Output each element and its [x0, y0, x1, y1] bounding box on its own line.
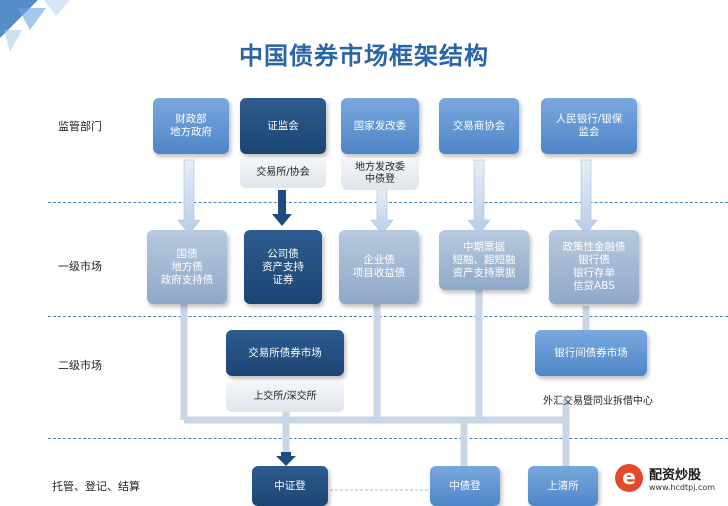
box-line: 中债登 — [449, 479, 481, 492]
box-line: 上交所/深交所 — [253, 391, 317, 402]
box-line: 企业债 — [363, 254, 395, 266]
box-line: 地方政府 — [170, 126, 212, 138]
box-line: 国家发改委 — [353, 119, 407, 132]
regulator-box: 国家发改委 — [341, 98, 419, 154]
box-line: 银行债 — [578, 254, 610, 266]
box-line: 地方发改委 — [355, 162, 405, 173]
box-line: 银行间债券市场 — [554, 346, 628, 359]
regulator-box: 人民银行/银保 监会 — [541, 98, 637, 154]
box-line: 地方债 — [171, 260, 203, 273]
corner-decoration — [0, 0, 70, 52]
box-line: 资产支持票据 — [452, 266, 516, 279]
box-line: 银行存单 — [573, 267, 615, 279]
regulator-box: 交易商协会 — [439, 98, 519, 154]
box-line: 国债 — [176, 247, 198, 260]
box-line: 上清所 — [547, 479, 579, 492]
page-title: 中国债券市场框架结构 — [239, 42, 489, 70]
regulator-box: 证监会 — [240, 98, 326, 154]
box-line: 中期票据 — [463, 240, 505, 253]
box-line: 公司债 — [267, 247, 299, 260]
logo-url: www.hcdtpj.com — [649, 483, 716, 492]
primary-box: 公司债 资产支持 证券 — [244, 230, 322, 304]
box-line: 中债登 — [365, 174, 395, 185]
row-label-regulators: 监管部门 — [58, 120, 102, 133]
box-line: 项目收益债 — [352, 267, 406, 279]
primary-box: 企业债 项目收益债 — [339, 230, 419, 304]
regulator-subbox: 地方发改委 中债登 — [341, 158, 419, 190]
divider — [48, 202, 728, 203]
box-line: 政府支持债 — [160, 273, 214, 286]
box-line: 信贷ABS — [573, 280, 615, 292]
box-line: 交易所/协会 — [256, 167, 310, 178]
box-line: 证券 — [272, 273, 294, 286]
primary-box: 中期票据 短融、超短融 资产支持票据 — [439, 230, 529, 290]
custody-box: 中证登 — [252, 466, 328, 506]
regulator-box: 财政部 地方政府 — [153, 98, 229, 154]
box-line: 交易商协会 — [452, 119, 506, 132]
exchange-market-box: 交易所债券市场 — [226, 330, 344, 376]
box-line: 交易所债券市场 — [248, 346, 322, 359]
row-label-secondary: 二级市场 — [58, 359, 102, 372]
watermark-logo: e 配资炒股 www.hcdtpj.com — [615, 462, 728, 500]
exchange-market-subbox: 上交所/深交所 — [226, 382, 344, 412]
interbank-market-sub: 外汇交易暨同业拆借中心 — [543, 396, 653, 407]
box-line: 中证登 — [274, 479, 306, 492]
box-line: 资产支持 — [262, 260, 304, 273]
row-label-primary: 一级市场 — [58, 260, 102, 273]
box-line: 短融、超短融 — [452, 253, 516, 266]
box-line: 人民银行/银保 — [555, 113, 623, 125]
regulator-subbox: 交易所/协会 — [240, 158, 326, 188]
box-line: 政策性金融债 — [562, 241, 626, 253]
logo-e-icon: e — [615, 464, 643, 492]
custody-box: 中债登 — [430, 466, 500, 506]
box-line: 监会 — [578, 126, 600, 138]
primary-box: 政策性金融债 银行债 银行存单 信贷ABS — [549, 230, 639, 304]
interbank-market-box: 银行间债券市场 — [535, 330, 647, 376]
row-label-custody: 托管、登记、结算 — [52, 480, 140, 493]
custody-box: 上清所 — [528, 466, 598, 506]
logo-name: 配资炒股 — [649, 468, 702, 483]
divider — [48, 438, 728, 439]
box-line: 证监会 — [267, 119, 299, 132]
divider — [48, 316, 728, 317]
primary-box: 国债 地方债 政府支持债 — [147, 230, 227, 304]
box-line: 财政部 — [175, 113, 207, 125]
